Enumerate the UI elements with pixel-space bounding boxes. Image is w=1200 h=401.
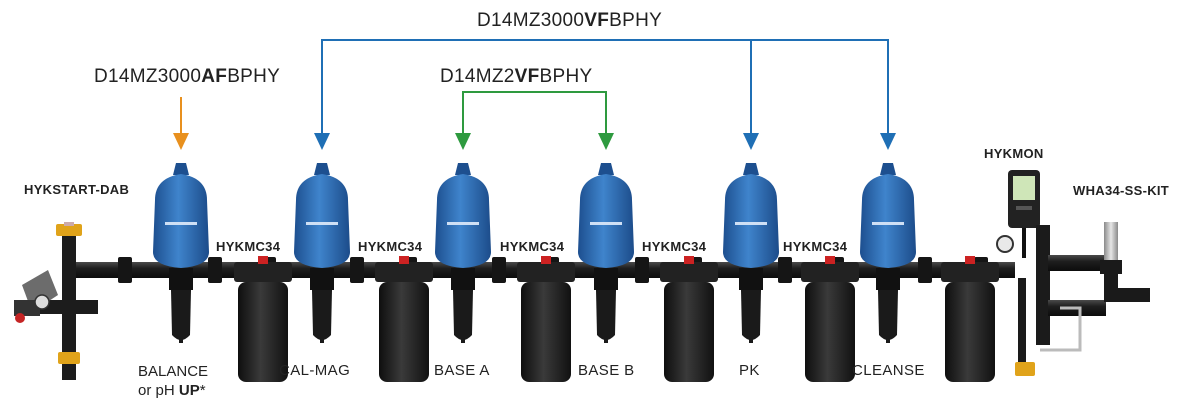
- blue-arrowheads: [314, 133, 896, 150]
- kit-assembly: [1100, 222, 1150, 302]
- injector-label-balance: BALANCE or pH UP*: [138, 363, 209, 399]
- injector-4: [578, 163, 634, 343]
- model-vf-long-label: D14MZ3000VFBPHY: [477, 10, 663, 31]
- injector-label-pk: PK: [739, 362, 760, 379]
- injector-6: [860, 163, 916, 343]
- injector-label-base-b: BASE B: [578, 362, 635, 379]
- green-arrowheads: [455, 133, 614, 150]
- kit-label: WHA34-SS-KIT: [1073, 183, 1170, 198]
- model-af-label: D14MZ3000AFBPHY: [94, 66, 281, 87]
- model-vf-short-label: D14MZ2VFBPHY: [440, 66, 593, 87]
- injector-3: [435, 163, 491, 343]
- injector-label-base-a: BASE A: [434, 362, 490, 379]
- filter-housings: [234, 256, 999, 382]
- filter-label-3: HYKMC34: [500, 239, 565, 254]
- start-label: HYKSTART-DAB: [24, 182, 130, 197]
- injector-2: [294, 163, 350, 343]
- injector-label-cal-mag: CAL-MAG: [279, 362, 351, 379]
- af-connector: [173, 97, 189, 150]
- injector-label-cleanse: CLEANSE: [852, 362, 925, 379]
- injector-1: [153, 163, 209, 343]
- vf-long-connector: [321, 39, 889, 135]
- injector-5: [723, 163, 779, 343]
- filter-label-1: HYKMC34: [216, 239, 281, 254]
- filter-label-5: HYKMC34: [783, 239, 848, 254]
- monitor-label: HYKMON: [984, 146, 1044, 161]
- monitor-assembly: [996, 170, 1106, 376]
- start-assembly: [14, 222, 106, 380]
- vf-short-connector: [462, 91, 607, 135]
- filter-label-4: HYKMC34: [642, 239, 707, 254]
- filter-label-2: HYKMC34: [358, 239, 423, 254]
